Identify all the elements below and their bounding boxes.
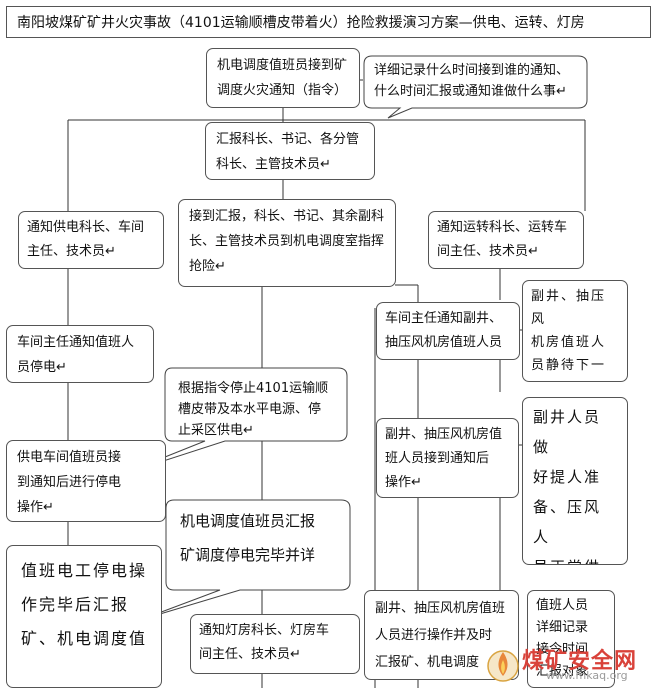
shaft-prepare-node: 副井人员做 好提人准 备、压风人 员正常供	[522, 397, 628, 565]
page-title: 南阳坡煤矿矿井火灾事故（4101运输顺槽皮带着火）抢险救援演习方案—供电、运转、…	[6, 6, 651, 38]
notify-power-node: 通知供电科长、车间 主任、技术员↵	[18, 211, 164, 269]
notify-transport-node: 通知运转科长、运转车 间主任、技术员↵	[428, 211, 584, 269]
watermark-text: 煤矿安全网	[522, 648, 638, 674]
stop-power-callout-text: 根据指令停止4101运输顺 槽皮带及本水平电源、停 止采区供电↵	[178, 381, 329, 438]
workshop-notify-duty-node: 车间主任通知值班人 员停电↵	[6, 325, 154, 383]
callout-bubble	[119, 367, 348, 476]
callout-bubble	[363, 55, 588, 119]
shaft-staff-wait-node: 副井、抽压风 机房值班人 员静待下一 步指示↵	[522, 280, 628, 382]
callout-bubble	[139, 499, 351, 621]
watermark-url: www.mkaq.org	[546, 669, 628, 682]
report-callout-text: 机电调度值班员汇报 矿调度停电完毕并详	[180, 512, 316, 564]
report-chief-node: 汇报科长、书记、各分管 科长、主管技术员↵	[205, 122, 375, 180]
flame-logo-icon	[487, 650, 519, 682]
power-duty-cut-node: 供电车间值班员接 到通知后进行停电 操作↵	[6, 440, 166, 522]
notify-lamp-node: 通知灯房科长、灯房车 间主任、技术员↵	[190, 614, 360, 674]
site-watermark: 煤矿安全网 www.mkaq.org	[486, 640, 657, 688]
dispatch-receive-node: 机电调度值班员接到矿 调度火灾通知（指令）↵	[206, 48, 360, 108]
workshop-notify-shaft-node: 车间主任通知副井、 抽压风机房值班人员↵	[376, 302, 520, 360]
duty-record-node: 值班人员 详细记录 接令时间 汇报对象	[527, 590, 615, 688]
shaft-staff-receive-node: 副井、抽压风机房值 班人员接到通知后 操作↵	[376, 418, 519, 498]
chiefs-to-room-node: 接到汇报，科长、书记、其余副科 长、主管技术员到机电调度室指挥 抢险↵	[178, 199, 396, 287]
electrician-done-node: 值班电工停电操 作完毕后汇报 矿、机电调度值	[6, 545, 162, 688]
record-callout-text: 详细记录什么时间接到谁的通知、 什么时间汇报或通知谁做什么事↵	[374, 63, 570, 99]
